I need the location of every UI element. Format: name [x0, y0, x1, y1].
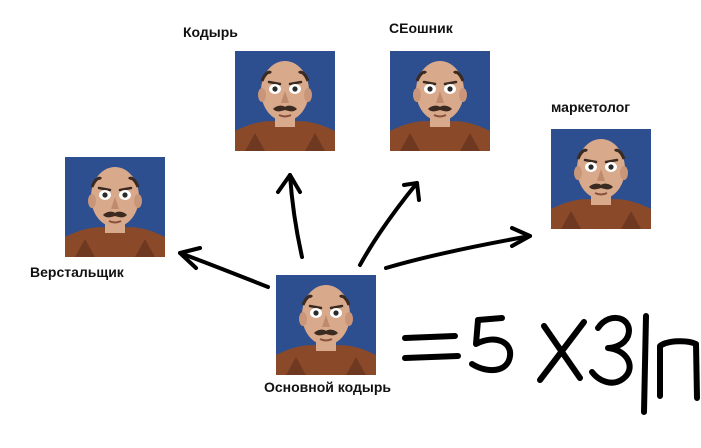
arrow-to-markup-icon: [178, 251, 270, 289]
equals-glyph-icon: [402, 333, 461, 361]
portrait-markup: [65, 157, 165, 257]
portrait-icon: [235, 51, 335, 151]
portrait-icon: [390, 51, 490, 151]
arrowhead-markup-icon: [178, 246, 202, 270]
bar-glyph-icon: [641, 313, 649, 415]
formula-glyphs: [402, 313, 700, 415]
arrowhead-coder-icon: [276, 173, 302, 194]
portrait-icon: [551, 129, 651, 229]
pe-glyph-icon: [657, 338, 700, 401]
arrow-to-marketer-icon: [384, 234, 532, 270]
label-seo: СЕошник: [389, 20, 453, 36]
arrowhead-marketer-icon: [510, 226, 532, 248]
three-glyph-icon: [589, 315, 633, 386]
label-main-coder: Основной кодырь: [264, 379, 391, 395]
portrait-marketer: [551, 129, 651, 229]
label-markup: Верстальщик: [30, 264, 124, 280]
label-marketer: маркетолог: [551, 99, 631, 115]
arrow-to-coder-icon: [288, 173, 304, 259]
arrowhead-seo-icon: [402, 181, 421, 202]
portrait-main-coder: [276, 275, 376, 375]
portrait-icon: [276, 275, 376, 375]
portrait-coder: [235, 51, 335, 151]
label-coder: Кодырь: [183, 24, 238, 40]
five-glyph-icon: [469, 315, 514, 374]
portrait-icon: [65, 157, 165, 257]
portrait-seo: [390, 51, 490, 151]
times-glyph-icon: [537, 319, 587, 383]
arrow-to-seo-icon: [358, 181, 419, 267]
